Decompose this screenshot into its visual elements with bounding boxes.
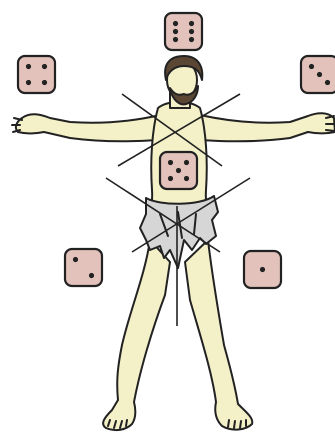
die-top-pip-6 — [189, 37, 194, 42]
die-upper-left[interactable] — [18, 56, 55, 93]
die-top-pip-3 — [173, 29, 178, 34]
die-center-pip-2 — [184, 160, 189, 165]
die-upper-left-pip-4 — [42, 80, 47, 85]
left-leg — [103, 240, 170, 430]
die-upper-right-pip-1 — [309, 64, 314, 69]
die-lower-left-pip-2 — [89, 273, 94, 278]
die-upper-right-pip-3 — [325, 80, 330, 85]
die-lower-left-face — [65, 249, 102, 286]
die-top-face — [165, 13, 202, 50]
die-upper-right-pip-2 — [317, 72, 322, 77]
die-top[interactable] — [165, 13, 202, 50]
left-arm — [16, 114, 160, 141]
die-top-pip-1 — [173, 21, 178, 26]
die-lower-left-pip-1 — [73, 257, 78, 262]
die-lower-left[interactable] — [65, 249, 102, 286]
die-center-pip-4 — [168, 176, 173, 181]
right-leg — [185, 240, 252, 430]
right-arm — [200, 113, 335, 141]
die-lower-right-pips — [260, 267, 265, 272]
die-upper-left-pip-2 — [42, 64, 47, 69]
die-upper-right[interactable] — [301, 56, 335, 93]
die-upper-left-pip-1 — [26, 64, 31, 69]
die-top-pip-5 — [173, 37, 178, 42]
die-center[interactable] — [160, 152, 197, 189]
die-center-pip-3 — [176, 168, 181, 173]
die-lower-right[interactable] — [244, 251, 281, 288]
figure — [12, 56, 335, 430]
die-upper-left-pip-3 — [26, 80, 31, 85]
die-upper-left-face — [18, 56, 55, 93]
die-center-pip-1 — [168, 160, 173, 165]
die-center-pip-5 — [184, 176, 189, 181]
die-top-pip-2 — [189, 21, 194, 26]
left-hand-fingers — [12, 118, 22, 132]
die-top-pip-4 — [189, 29, 194, 34]
die-lower-right-pip-1 — [260, 267, 265, 272]
